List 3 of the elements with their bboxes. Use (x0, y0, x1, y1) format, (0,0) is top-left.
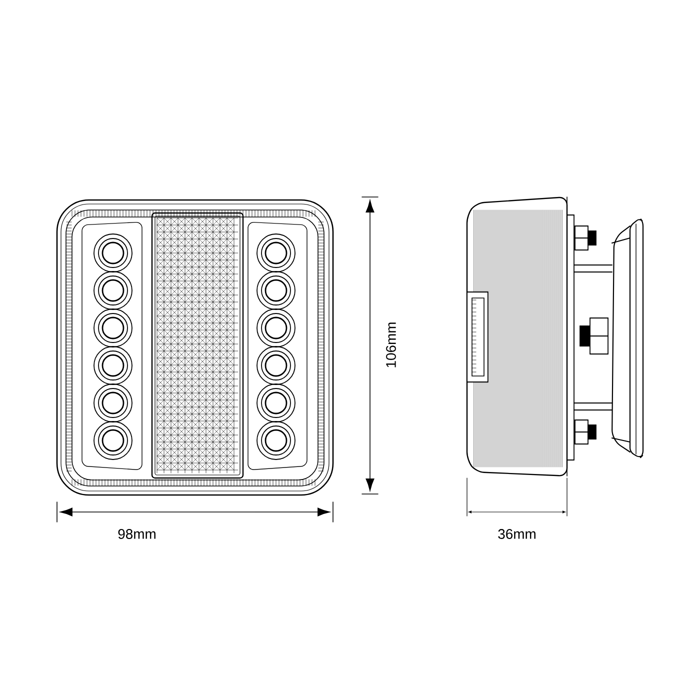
dimension-label: 36mm (498, 529, 536, 539)
dimension-label: 106mm (386, 322, 396, 368)
dimension-label: 98mm (118, 529, 156, 539)
